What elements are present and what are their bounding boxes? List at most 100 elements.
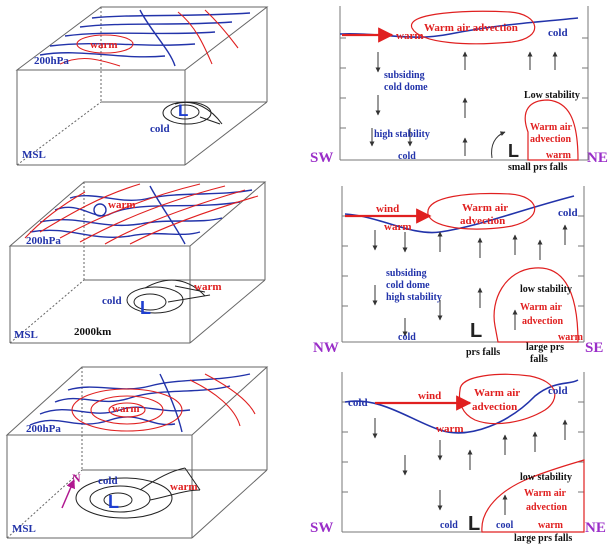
low-pressure-symbol: L	[178, 101, 188, 120]
cold-dome-label: cold dome	[384, 82, 428, 93]
surface-low-contours	[162, 101, 223, 125]
low-pressure-symbol: L	[508, 141, 519, 161]
upper-isobars	[29, 185, 253, 245]
warm-lower-label: warm	[546, 150, 572, 161]
upper-isotherms	[71, 373, 256, 432]
subsiding-label: subsiding	[386, 268, 427, 279]
cold-bottom-label: cold	[440, 520, 458, 531]
warm-advection-region-upper	[411, 10, 536, 45]
cold-label: cold	[150, 123, 170, 135]
cold-label: cold	[98, 475, 118, 487]
warm-advection-region-lower	[524, 99, 579, 161]
upper-isobars	[29, 373, 251, 433]
high-stability-label: high stability	[386, 292, 442, 303]
direction-right-label: NE	[587, 150, 608, 166]
warm-advection-region-lower	[481, 459, 585, 533]
cold-right-label: cold	[548, 385, 568, 397]
cold-label: cold	[102, 295, 122, 307]
warm-air-advection-label: Warm air advection	[424, 22, 518, 34]
warm-lower-label: warm	[538, 520, 564, 531]
wind-label: wind	[418, 390, 441, 402]
warm-air-lower-label: Warm air	[520, 302, 562, 313]
wind-label: wind	[376, 203, 399, 215]
axis-ticks	[342, 215, 584, 307]
low-stability-label: low stability	[520, 284, 572, 295]
warm-upper-label: warm	[112, 403, 140, 415]
vertical-motion-arrows	[372, 418, 568, 515]
box-outline	[8, 181, 267, 344]
warm-air-lower-label: Warm air	[530, 122, 572, 133]
high-stability-label: high stability	[374, 129, 430, 140]
inflow-arrow	[491, 131, 506, 159]
cross-section-panel-2: wind warm Warm air advection cold subsid…	[313, 186, 603, 365]
cross-section-panel-3: cold wind Warm air advection cold warm l…	[310, 372, 606, 544]
vertical-motion-arrows	[372, 224, 568, 337]
low-pressure-symbol: L	[108, 492, 119, 512]
upper-isotherms	[59, 9, 239, 67]
cool-bottom-label: cool	[496, 520, 513, 531]
cold-top-label: cold	[548, 27, 568, 39]
warm-lower-label: warm	[558, 332, 584, 343]
box-outline	[15, 6, 269, 166]
warm-label: warm	[436, 423, 464, 435]
direction-left-label: NW	[313, 340, 339, 356]
pressure-falls-label: large prs falls	[514, 533, 572, 544]
direction-left-label: SW	[310, 520, 333, 536]
level-msl-label: MSL	[22, 149, 46, 161]
advection-lower-label: advection	[530, 134, 572, 145]
low-pressure-symbol: L	[140, 298, 151, 318]
tropopause-line	[344, 379, 579, 434]
warm-label: warm	[90, 39, 118, 51]
level-msl-label: MSL	[12, 523, 36, 535]
prs-falls-label: prs falls	[466, 347, 500, 358]
cross-section-panel-1: warm Warm air advection cold subsiding c…	[310, 6, 608, 173]
box-panel-1: warm 200hPa MSL cold L	[15, 6, 269, 166]
low-pressure-symbol: L	[468, 513, 480, 535]
north-label: N	[72, 471, 81, 485]
upper-isotherms	[24, 183, 259, 245]
cold-left-label: cold	[348, 397, 368, 409]
direction-left-label: SW	[310, 150, 333, 166]
warm-advection-region-lower	[493, 267, 579, 343]
axis-ticks	[340, 37, 588, 129]
warm-label: warm	[384, 221, 412, 233]
level-200hpa-label: 200hPa	[26, 235, 61, 247]
advection-label: advection	[472, 401, 517, 413]
warm-advection-region-upper	[427, 192, 536, 230]
warm-lower-label: warm	[170, 481, 198, 493]
warm-advection-region-upper	[458, 373, 556, 425]
warm-label: warm	[396, 30, 424, 42]
advection-lower-label: advection	[526, 502, 568, 513]
warm-air-lower-label: Warm air	[524, 488, 566, 499]
advection-label: advection	[460, 215, 505, 227]
cold-top-label: cold	[558, 207, 578, 219]
large-prs-label: large prs	[526, 342, 564, 353]
upper-isobars	[39, 9, 251, 67]
falls-label: falls	[530, 354, 548, 365]
direction-right-label: SE	[585, 340, 603, 356]
low-pressure-symbol: L	[470, 320, 482, 342]
surface-low-contours	[126, 279, 211, 314]
cold-bottom-label: cold	[398, 151, 416, 162]
level-200hpa-label: 200hPa	[26, 423, 61, 435]
scale-label: 2000km	[74, 326, 111, 338]
cold-bottom-label: cold	[398, 332, 416, 343]
box-panel-2: warm 200hPa warm cold L MSL 2000km	[8, 181, 267, 344]
warm-lower-label: warm	[194, 281, 222, 293]
level-msl-label: MSL	[14, 329, 38, 341]
warm-air-label: Warm air	[474, 387, 520, 399]
box-panel-3: warm 200hPa cold warm L MSL N	[5, 366, 269, 539]
level-200hpa-label: 200hPa	[34, 55, 69, 67]
surface-low-contours	[75, 467, 201, 519]
advection-lower-label: advection	[522, 316, 564, 327]
subsiding-label: subsiding	[384, 70, 425, 81]
box-outline	[5, 366, 269, 539]
direction-right-label: NE	[585, 520, 606, 536]
cold-dome-label: cold dome	[386, 280, 430, 291]
pressure-falls-label: small prs falls	[508, 162, 568, 173]
low-stability-label: Low stability	[524, 90, 580, 101]
low-stability-label: low stability	[520, 472, 572, 483]
vertical-motion-arrows	[369, 51, 558, 156]
warm-air-label: Warm air	[462, 202, 508, 214]
